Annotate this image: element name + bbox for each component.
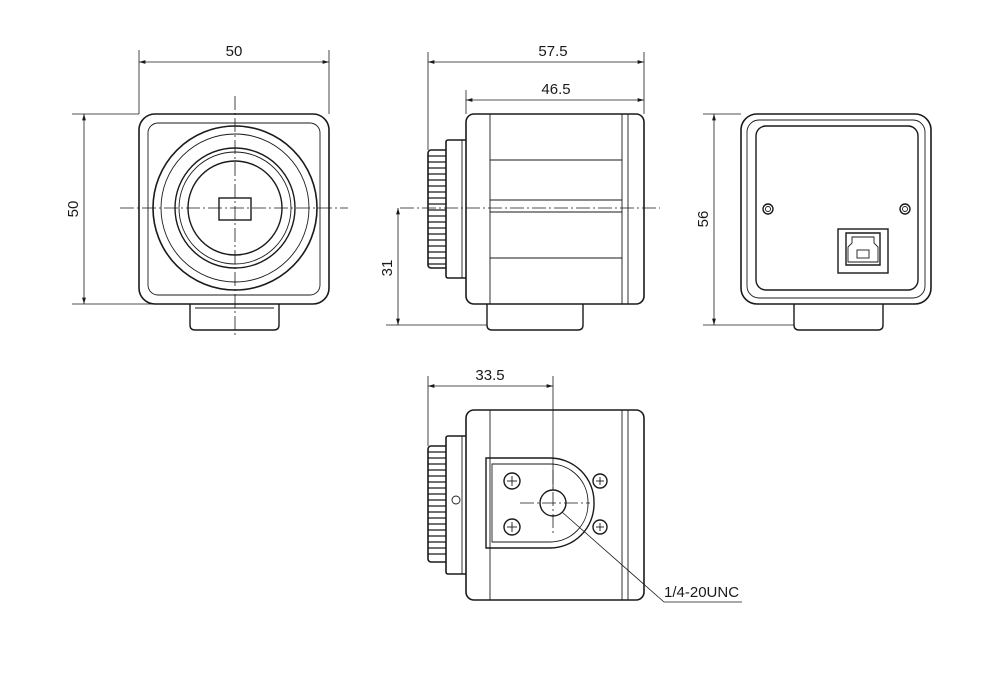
- front-height-label: 50: [65, 201, 82, 218]
- side-view: [400, 113, 660, 331]
- side-total-label: 57.5: [538, 43, 567, 60]
- side-body-label: 46.5: [541, 81, 570, 98]
- tripod-thread-callout: 1/4-20UNC: [561, 511, 742, 603]
- dimension-rear-height: 56: [695, 113, 794, 326]
- dimension-side-body: 46.5: [465, 81, 644, 114]
- screw-right-icon: [899, 203, 911, 215]
- dimension-bottom-offset: 33.5: [427, 367, 554, 490]
- screw-phillips-icon: [503, 472, 608, 536]
- screw-left-icon: [762, 203, 774, 215]
- dimension-front-width: 50: [138, 43, 330, 114]
- dimension-front-height: 50: [65, 113, 190, 305]
- dimension-side-mount-height: 31: [379, 208, 487, 326]
- usb-port-icon: [837, 228, 889, 274]
- rear-height-label: 56: [695, 211, 712, 228]
- bottom-view: [427, 409, 645, 601]
- rear-view: [740, 113, 932, 331]
- dimension-side-total: 57.5: [427, 43, 645, 150]
- knurled-ring: [428, 155, 448, 265]
- knurled-ring-bottom: [428, 451, 448, 555]
- side-mount-height-label: 31: [379, 260, 396, 277]
- front-view: [120, 96, 348, 338]
- bottom-offset-label: 33.5: [475, 367, 504, 384]
- front-width-label: 50: [226, 43, 243, 60]
- tripod-thread-label: 1/4-20UNC: [664, 584, 739, 601]
